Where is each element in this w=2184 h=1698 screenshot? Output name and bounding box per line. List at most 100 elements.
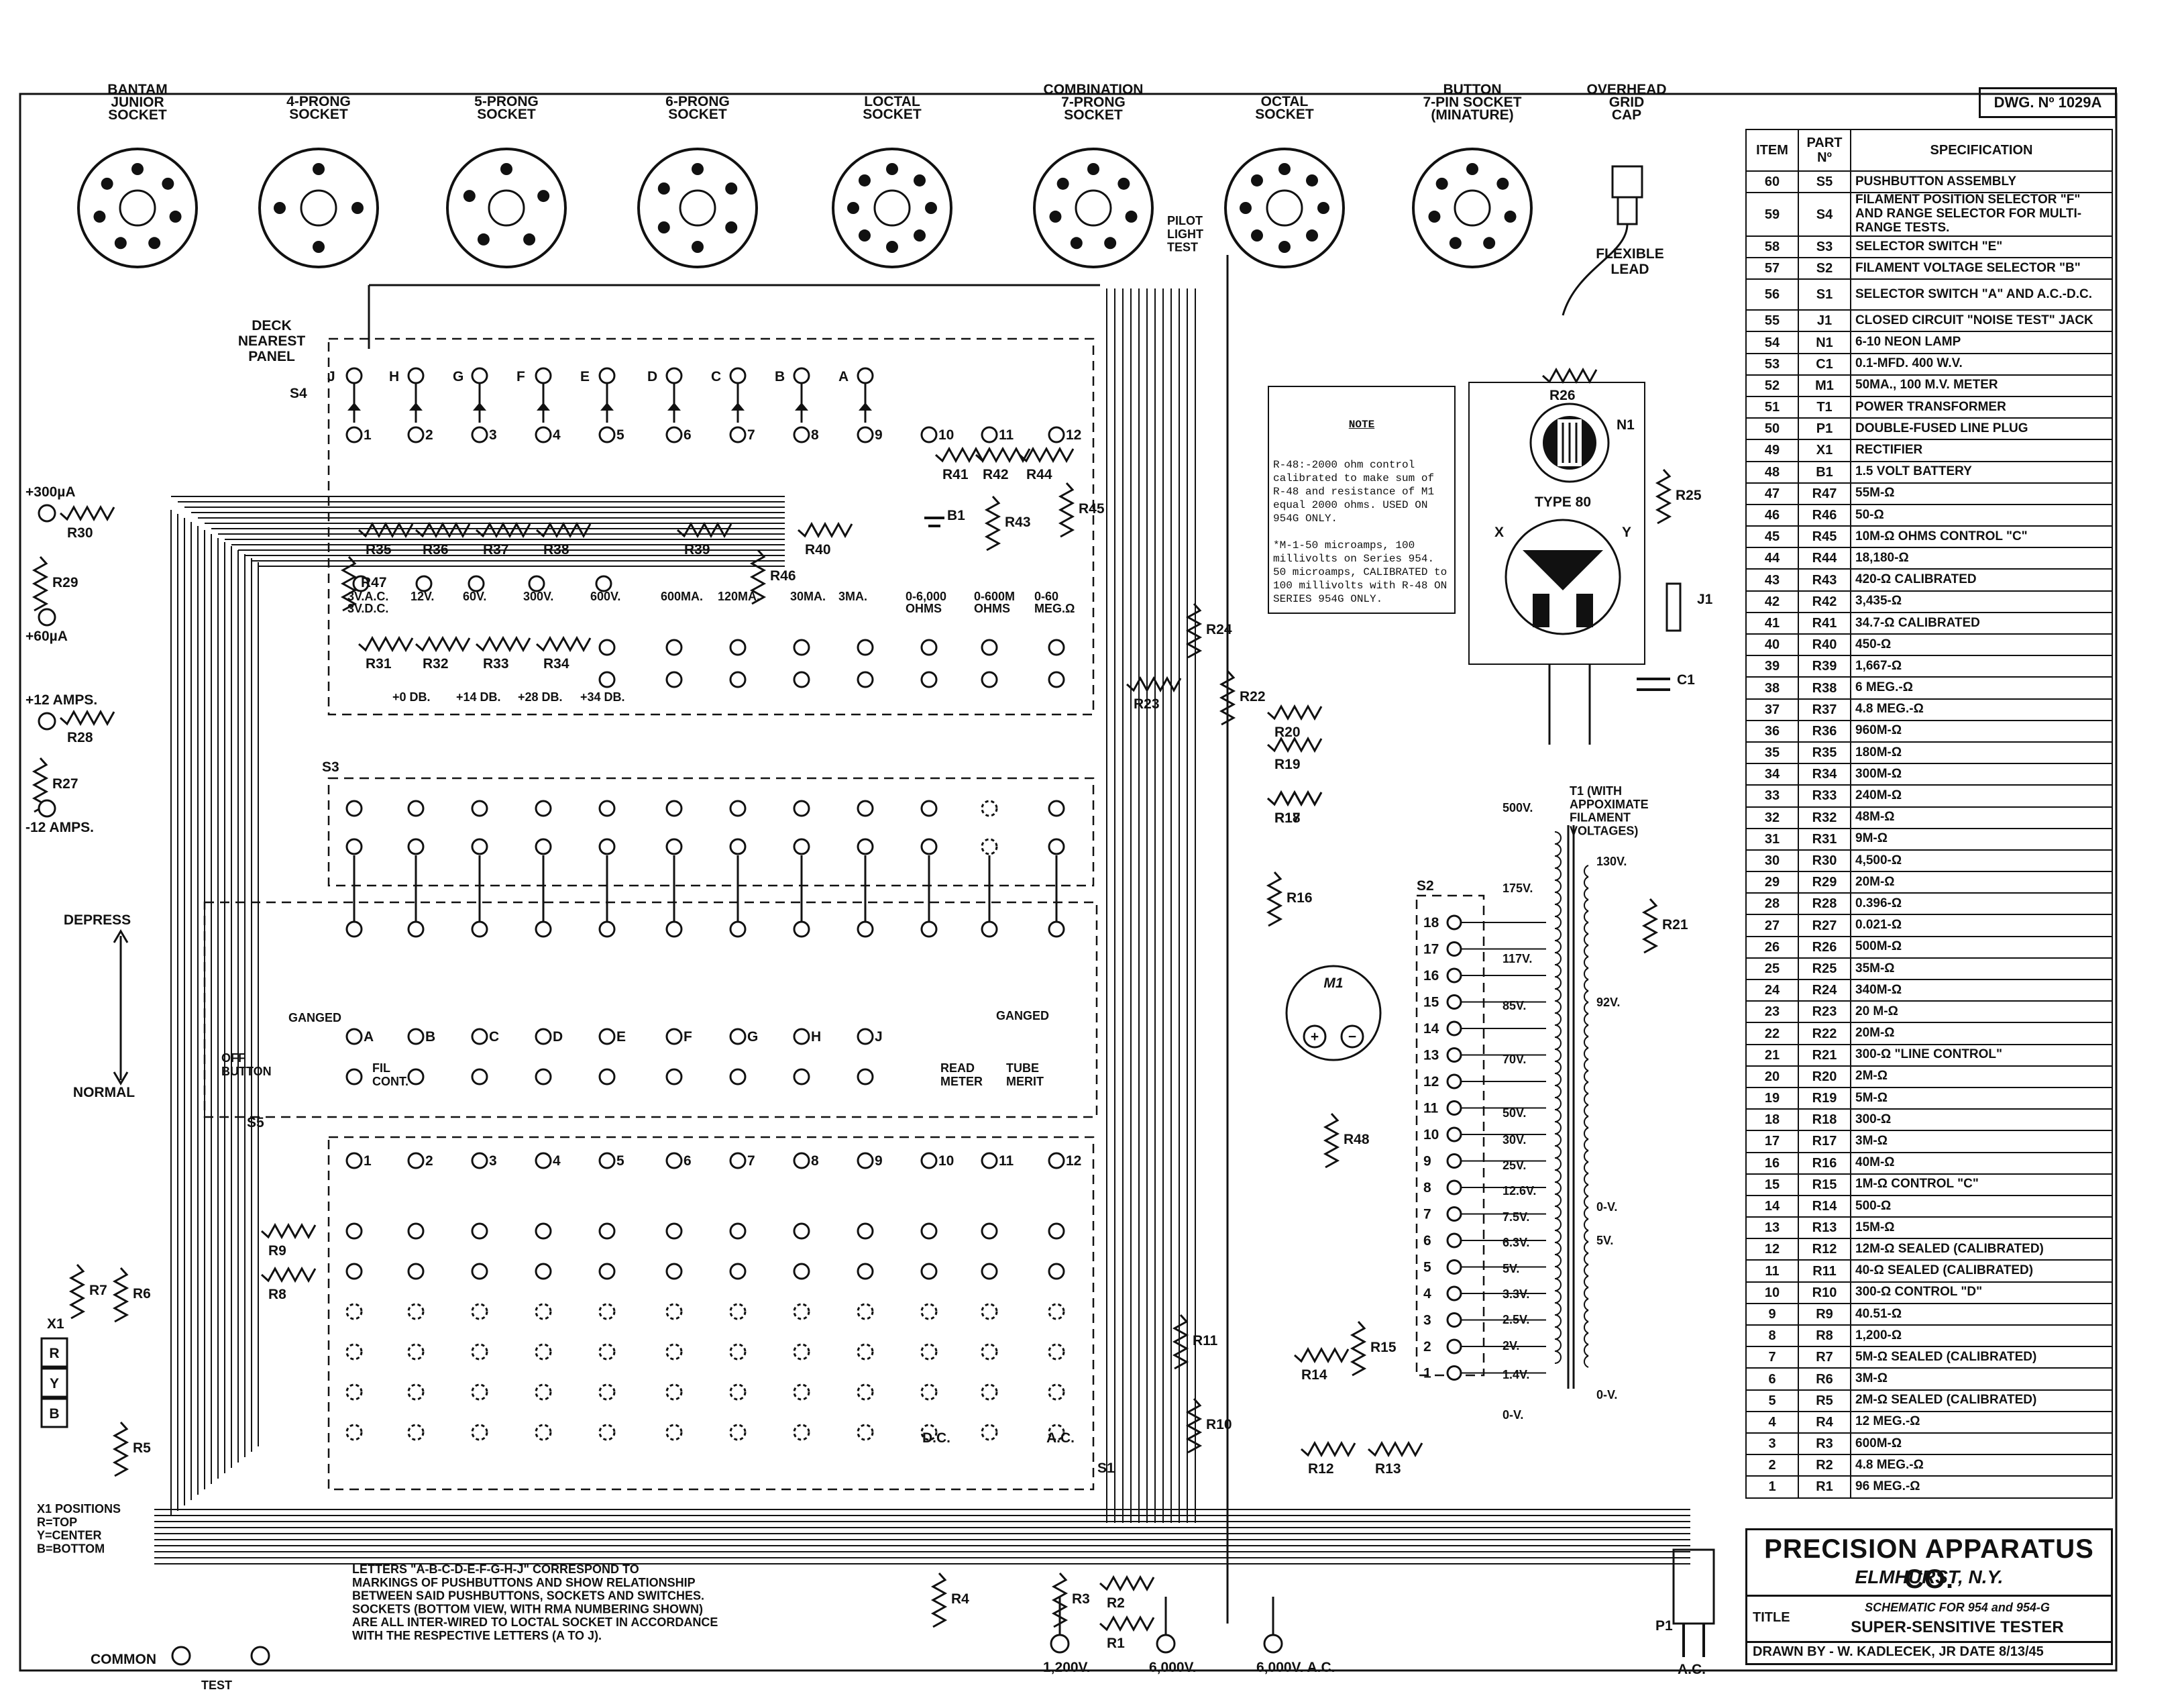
resistor-label-r32: R32 — [423, 656, 449, 672]
terminal-label: A — [364, 1029, 374, 1045]
resistor-label-r9: R9 — [268, 1243, 286, 1259]
parts-item-cell: 29 — [1745, 871, 1799, 894]
wiring — [154, 255, 1690, 1624]
parts-part-cell: R29 — [1798, 871, 1851, 894]
parts-spec-cell: 9M-Ω — [1850, 827, 2113, 851]
parts-item-cell: 10 — [1745, 1281, 1799, 1304]
parts-part-cell: R22 — [1798, 1022, 1851, 1045]
parts-part-cell: S2 — [1798, 257, 1851, 280]
parts-spec-cell: 600M-Ω — [1850, 1432, 2113, 1456]
s5-label: S5 — [247, 1115, 264, 1130]
parts-spec-cell: DOUBLE-FUSED LINE PLUG — [1850, 417, 2113, 441]
resistor-label-r6: R6 — [133, 1286, 151, 1302]
parts-part-cell: R42 — [1798, 590, 1851, 613]
parts-spec-cell: 5M-Ω — [1850, 1086, 2113, 1110]
title-label: TITLE — [1753, 1610, 1790, 1625]
transformer-tap-label: 12.6V. — [1503, 1184, 1536, 1198]
socket-4 — [637, 148, 758, 268]
parts-item-cell: 1 — [1745, 1475, 1799, 1499]
parts-spec-cell: 35M-Ω — [1850, 957, 2113, 981]
resistor-label-r4: R4 — [951, 1591, 969, 1607]
transformer-tap-label: 175V. — [1503, 882, 1533, 895]
parts-part-cell: R15 — [1798, 1173, 1851, 1196]
parts-item-cell: 7 — [1745, 1346, 1799, 1369]
parts-spec-cell: POWER TRANSFORMER — [1850, 395, 2113, 419]
s2-position-label: 2 — [1423, 1339, 1431, 1355]
parts-item-cell: 40 — [1745, 633, 1799, 657]
meter-jack[interactable] — [38, 608, 56, 627]
terminal-label: 10 — [938, 427, 954, 443]
resistor-label-r30: R30 — [67, 525, 93, 541]
parts-item-cell: 54 — [1745, 331, 1799, 354]
volt-range-label: 12V. — [411, 590, 434, 603]
terminal-label: D — [553, 1029, 563, 1045]
s2-position-label: 14 — [1423, 1021, 1439, 1037]
parts-spec-cell: CLOSED CIRCUIT "NOISE TEST" JACK — [1850, 309, 2113, 333]
output-jack[interactable] — [1263, 1634, 1283, 1654]
meter-jack[interactable] — [38, 712, 56, 731]
y-label: Y — [1622, 525, 1631, 540]
bottom-note: LETTERS "A-B-C-D-E-F-G-H-J" CORRESPOND T… — [352, 1562, 718, 1642]
parts-spec-cell: 4.8 MEG.-Ω — [1850, 1454, 2113, 1477]
terminal-label: E — [580, 369, 590, 384]
transformer-tap-label: 50V. — [1503, 1106, 1526, 1120]
common-jack[interactable] — [171, 1646, 191, 1666]
parts-item-cell: 42 — [1745, 590, 1799, 613]
resistor-label-r22: R22 — [1240, 689, 1266, 704]
terminal-label: 9 — [875, 427, 883, 443]
svg-text:P1: P1 — [1655, 1618, 1673, 1634]
parts-spec-cell: 420-Ω CALIBRATED — [1850, 568, 2113, 592]
transformer-tap-label: 70V. — [1503, 1053, 1526, 1066]
parts-part-cell: R3 — [1798, 1432, 1851, 1456]
n1-label: N1 — [1617, 417, 1635, 433]
db-range-label: +28 DB. — [518, 690, 563, 704]
resistor-label-r37: R37 — [483, 542, 509, 558]
terminal-label: 1 — [364, 427, 372, 443]
meter-m1: M1 + − — [1285, 965, 1382, 1061]
parts-spec-cell: 6-10 NEON LAMP — [1850, 331, 2113, 354]
parts-spec-cell: 5M-Ω SEALED (CALIBRATED) — [1850, 1346, 2113, 1369]
transformer-tap-label: 30V. — [1503, 1133, 1526, 1147]
output-jack[interactable] — [1156, 1634, 1176, 1654]
s1-label: S1 — [1097, 1461, 1115, 1476]
output-jacks: 1,200V.6,000V.6,000V. A.C. — [171, 1597, 1335, 1675]
terminal-label: 5 — [616, 1153, 624, 1169]
ac-label: A.C. — [1046, 1430, 1075, 1446]
test-jack[interactable] — [250, 1646, 270, 1666]
type-80-label: TYPE 80 — [1535, 494, 1591, 510]
meter-jack[interactable] — [38, 504, 56, 523]
resistor-label-r12: R12 — [1308, 1461, 1334, 1477]
parts-part-cell: R33 — [1798, 784, 1851, 808]
parts-item-cell: 28 — [1745, 892, 1799, 916]
parts-spec-cell: 15M-Ω — [1850, 1216, 2113, 1240]
parts-item-cell: 45 — [1745, 525, 1799, 549]
battery-b1: B1 — [924, 508, 965, 527]
terminal-label: G — [453, 369, 463, 384]
parts-item-cell: 22 — [1745, 1022, 1799, 1045]
transformer-tap-label: 5V. — [1596, 1234, 1613, 1247]
terminal-label: J — [327, 369, 335, 384]
meter-jack[interactable] — [38, 799, 56, 818]
parts-part-cell: R25 — [1798, 957, 1851, 981]
parts-item-cell: 5 — [1745, 1389, 1799, 1412]
output-jack[interactable] — [1050, 1634, 1070, 1654]
resistor-label-r3: R3 — [1072, 1591, 1090, 1607]
volt-range-label: 300V. — [523, 590, 553, 603]
